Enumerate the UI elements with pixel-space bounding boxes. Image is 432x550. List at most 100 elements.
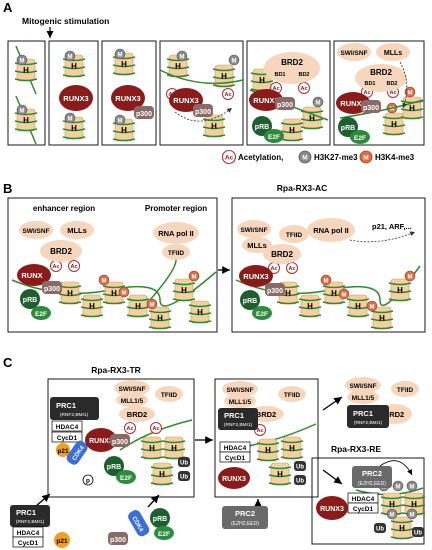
dna-wrap bbox=[280, 448, 304, 452]
brd2-protein bbox=[40, 240, 82, 262]
prb-protein bbox=[104, 456, 124, 476]
prc1-label: PRC1 bbox=[56, 401, 76, 410]
ubiquitin-mark-icon bbox=[178, 457, 190, 467]
dna-strand bbox=[247, 423, 317, 447]
histone-label: H bbox=[379, 314, 385, 323]
dna-wrap bbox=[380, 496, 404, 500]
runx3-protein bbox=[59, 85, 93, 111]
dna-wrap bbox=[166, 74, 190, 78]
prb-protein bbox=[252, 116, 272, 136]
dna-wrap bbox=[268, 474, 292, 478]
prc2-label: PRC2 bbox=[362, 469, 382, 478]
h3k27-mark-icon bbox=[386, 508, 398, 520]
h3k4-mark-icon bbox=[146, 298, 158, 310]
acetyl-mark-icon bbox=[124, 422, 136, 434]
dna-wrap bbox=[188, 304, 212, 308]
dna-wrap bbox=[140, 448, 164, 452]
prc1-complex bbox=[347, 405, 389, 428]
panel-c-re-box bbox=[311, 457, 425, 545]
runx3-label: RUNX3 bbox=[173, 96, 198, 105]
dna-wrap bbox=[148, 326, 172, 330]
dna-wrap bbox=[280, 138, 304, 142]
prb-protein bbox=[338, 117, 358, 137]
dna-wrap bbox=[388, 298, 412, 302]
panel-a-letter: A bbox=[3, 0, 13, 15]
dna-wrap bbox=[322, 285, 346, 289]
p300-protein bbox=[193, 104, 213, 117]
acetyl-label: Ac bbox=[270, 266, 277, 272]
swisnf-label: SWI/SNF bbox=[240, 227, 267, 234]
histone-label: H bbox=[171, 444, 177, 453]
dna-wrap bbox=[390, 520, 414, 524]
panel-c-nucleosomes: HHHAcAcUbUbHHHAcUbUbHHHMMMMMUbUb bbox=[119, 419, 426, 540]
dna-wrap bbox=[80, 314, 104, 318]
dna-wrap bbox=[212, 76, 236, 80]
cycd1-label: CycD1 bbox=[353, 506, 374, 513]
methyl-label: M bbox=[20, 58, 25, 64]
dna-wrap bbox=[58, 301, 82, 305]
nucleosome: H bbox=[202, 114, 226, 138]
panel-c-arrow-in-bottom bbox=[147, 494, 160, 508]
histone-label: H bbox=[289, 444, 295, 453]
panel-c-arrow-up bbox=[322, 396, 343, 411]
h3k27-mark-icon bbox=[406, 480, 418, 492]
dna-wrap bbox=[280, 456, 304, 460]
swisnf-label: SWI/SNF bbox=[118, 386, 145, 393]
prb-protein bbox=[150, 508, 170, 528]
prc2-complex bbox=[352, 466, 392, 488]
ubiquitin-mark-icon bbox=[294, 475, 306, 485]
nucleosome: H bbox=[268, 462, 292, 486]
dna-wrap bbox=[256, 442, 280, 446]
histone-label: H bbox=[389, 500, 395, 509]
dna-wrap bbox=[202, 126, 226, 130]
histone-label: H bbox=[135, 302, 141, 311]
tfiid-label: TFIID bbox=[161, 392, 178, 399]
mlls-label: MLLs bbox=[247, 241, 267, 250]
mitogenic-label: Mitogenic stimulation bbox=[22, 16, 109, 26]
p300-label: p300 bbox=[110, 537, 126, 544]
e2f-label: E2F bbox=[158, 531, 170, 538]
acetyl-label: Ac bbox=[70, 264, 77, 270]
panel-c-arrow-down bbox=[322, 469, 343, 485]
methyl-label: M bbox=[408, 274, 413, 280]
swisnf-protein bbox=[337, 43, 371, 61]
histone-label: H bbox=[159, 470, 165, 479]
mll15-label: MLL1/5 bbox=[229, 399, 252, 406]
rnapol-protein bbox=[153, 222, 199, 244]
dna-wrap bbox=[382, 132, 406, 136]
acetyl-label: Ac bbox=[288, 266, 295, 272]
dna-wrap bbox=[370, 318, 394, 322]
hdac4-label: HDAC4 bbox=[352, 496, 375, 503]
e2f-label: E2F bbox=[120, 475, 132, 482]
dna-strand bbox=[159, 69, 244, 85]
dna-wrap bbox=[112, 56, 136, 60]
dna-wrap bbox=[322, 301, 346, 305]
methyl-label: M bbox=[316, 100, 321, 106]
brd2-protein bbox=[119, 406, 155, 422]
h3k27-mark-icon bbox=[64, 50, 76, 62]
histone-label: H bbox=[197, 308, 203, 317]
tfiid-protein bbox=[279, 225, 309, 243]
prb-label: pRB bbox=[23, 297, 37, 304]
e2f-label: E2F bbox=[256, 311, 268, 318]
acetyl-label: Ac bbox=[272, 86, 279, 92]
rnapol-label: RNA pol II bbox=[313, 226, 349, 235]
histone-label: H bbox=[331, 289, 337, 298]
panel-b-letter: B bbox=[3, 181, 12, 196]
h3k4-mark-icon bbox=[404, 86, 416, 98]
acetyl-label: Ac bbox=[52, 264, 59, 270]
nucleosome: H bbox=[380, 492, 404, 516]
dna-strand bbox=[149, 259, 177, 301]
dna-wrap bbox=[256, 450, 280, 454]
runx3-protein bbox=[17, 264, 51, 286]
ubiquitin-label: Ub bbox=[296, 479, 304, 485]
cycd1-protein bbox=[219, 451, 251, 463]
k27-methylation-arrow bbox=[379, 460, 413, 476]
phospho-label: p bbox=[86, 478, 90, 485]
histone-label: H bbox=[23, 116, 29, 125]
nucleosome: H bbox=[298, 294, 322, 318]
nucleosome: H bbox=[172, 278, 196, 302]
methyl-label: M bbox=[410, 512, 415, 518]
nucleosome: H bbox=[280, 436, 304, 460]
dna-wrap bbox=[62, 58, 86, 62]
